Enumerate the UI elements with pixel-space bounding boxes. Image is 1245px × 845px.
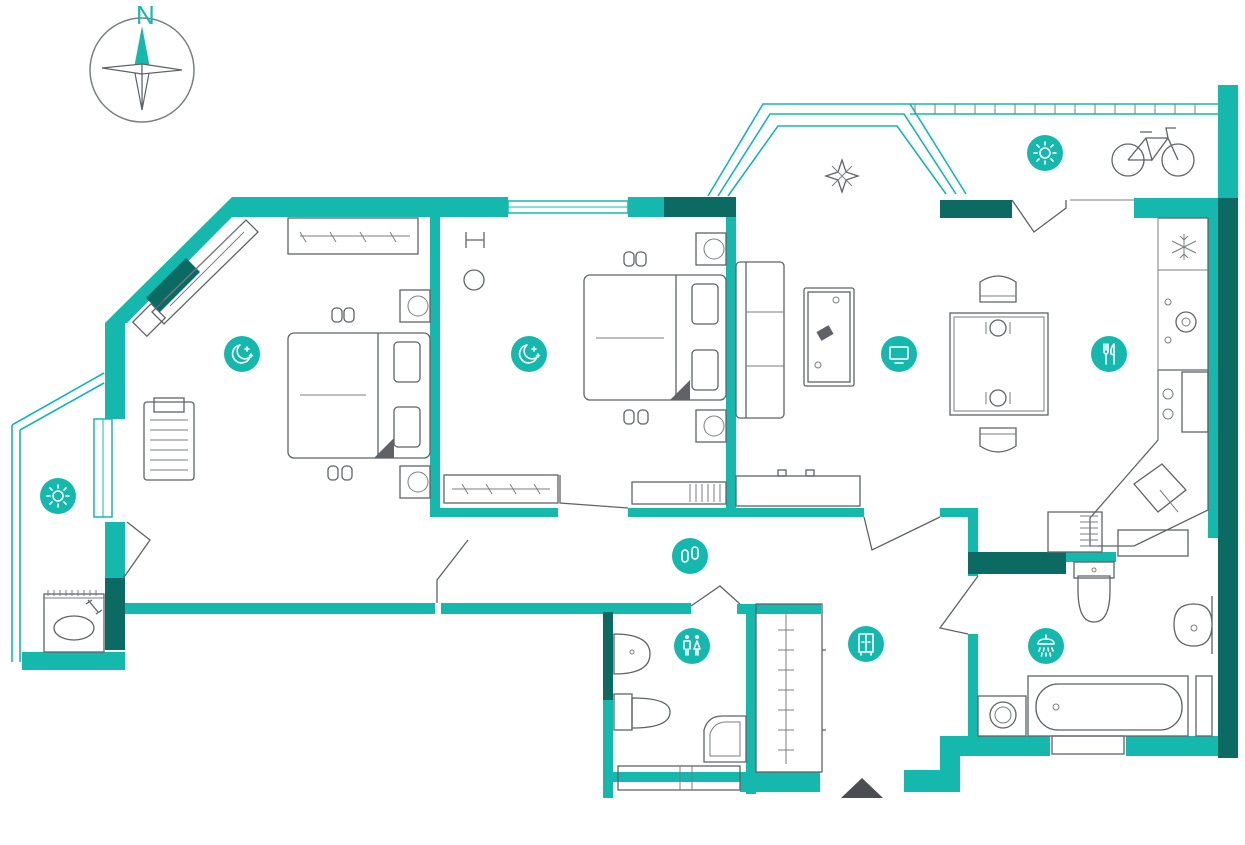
sun-icon: [40, 478, 76, 514]
sun-icon: [1027, 135, 1063, 171]
toilet-room-furniture: [613, 633, 747, 791]
moon-stars-icon: [511, 336, 547, 372]
moon-stars-icon: [224, 336, 260, 372]
doors: [121, 199, 1134, 635]
bathroom-furniture: [977, 529, 1213, 755]
west-balcony-furniture: [43, 590, 105, 653]
wardrobe-icon: [848, 626, 884, 662]
compass-rose: N: [89, 0, 195, 123]
living-room-furniture: [735, 157, 861, 507]
master-bedroom-furniture: [131, 217, 431, 499]
wc-icon: [674, 628, 710, 664]
balcony-north-outline: [707, 103, 1218, 197]
wardrobe-furniture: [755, 603, 826, 773]
shower-icon: [1028, 628, 1064, 664]
compass-north-label: N: [136, 0, 155, 30]
walls: [22, 85, 1238, 798]
entrance-arrow-icon: [841, 778, 883, 798]
windows: [93, 200, 629, 518]
slippers-icon: [672, 538, 708, 574]
fork-knife-icon: [1091, 336, 1127, 372]
balcony-west-outline: [11, 372, 105, 662]
second-bedroom-furniture: [443, 232, 727, 505]
kitchen-furniture: [949, 217, 1209, 553]
bicycle-icon: [1111, 127, 1195, 177]
tv-icon: [881, 336, 917, 372]
